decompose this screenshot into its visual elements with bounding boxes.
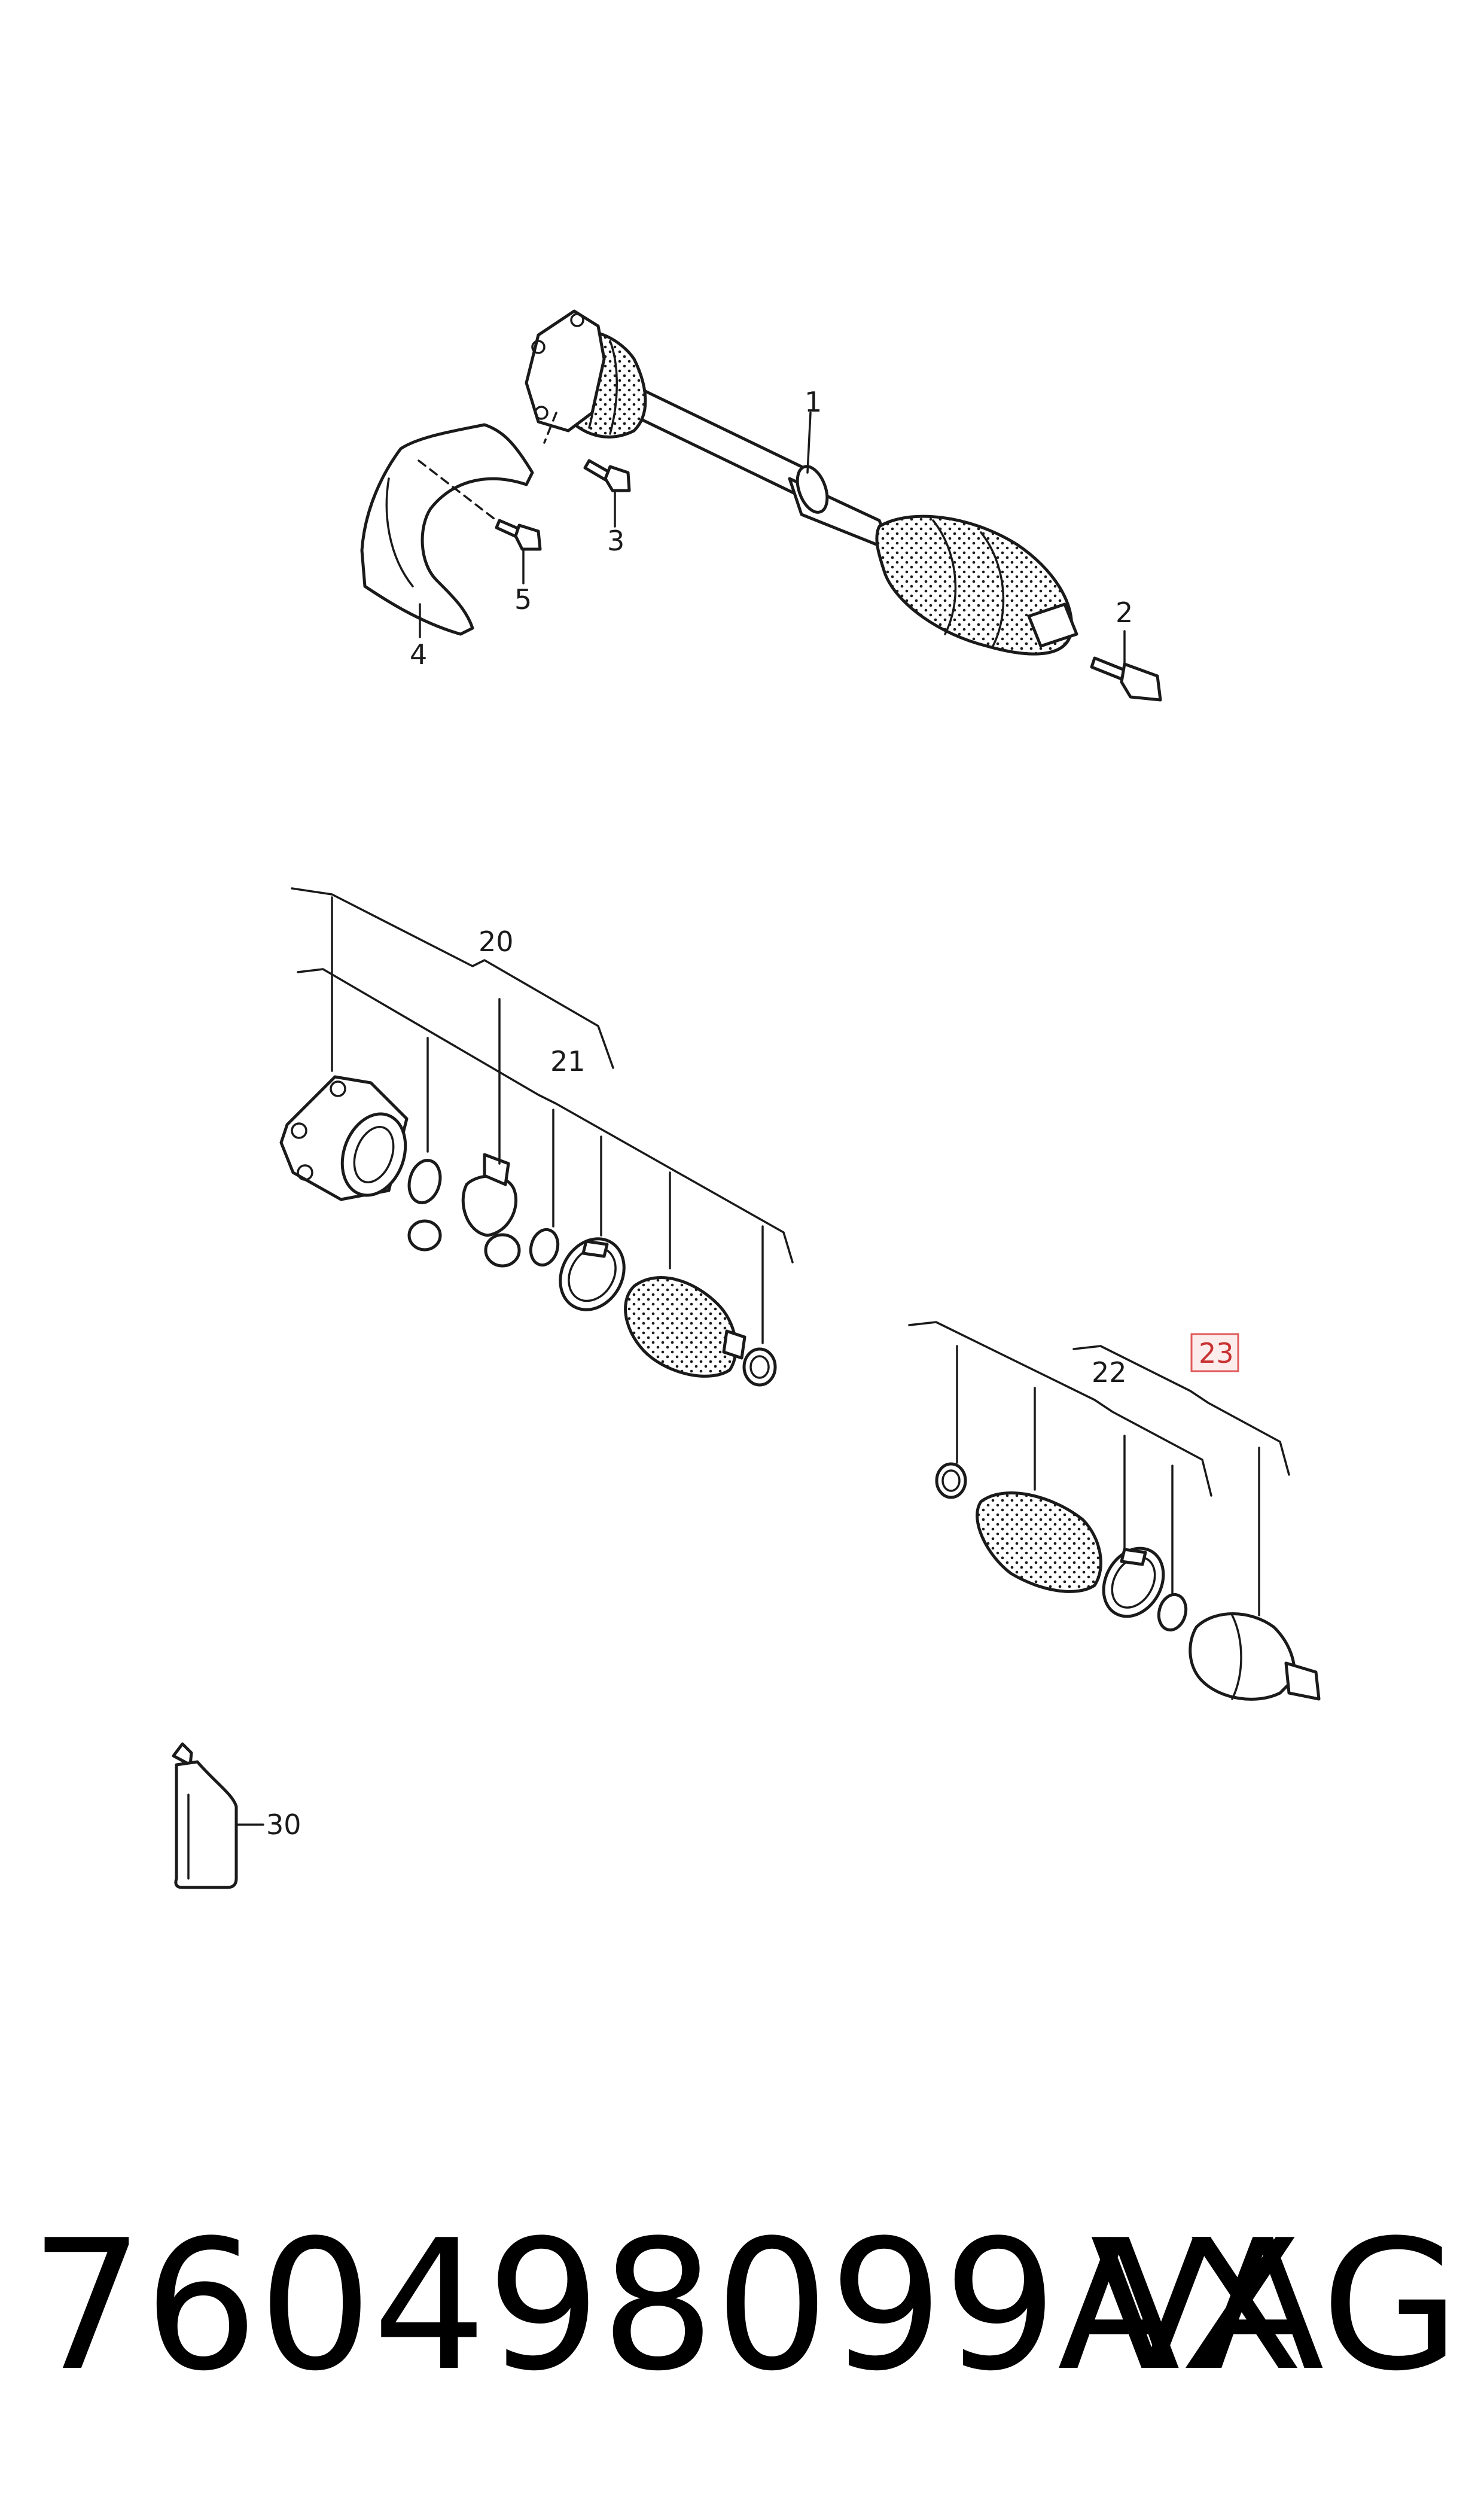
part-number: 760498099AX — [30, 2202, 1303, 2410]
callout-4: 4 — [410, 638, 427, 671]
grease-tube: 30 — [172, 1742, 301, 1889]
callout-30: 30 — [266, 1808, 301, 1841]
callout-2: 2 — [1116, 596, 1133, 629]
callout-23-highlight — [1190, 1333, 1239, 1372]
callout-3: 3 — [607, 525, 624, 557]
callout-20: 20 — [479, 925, 514, 958]
callout-22: 22 — [1092, 1356, 1127, 1389]
brand-label: VAG — [1090, 2202, 1460, 2410]
callout-5: 5 — [514, 583, 532, 616]
outer-joint-kit: 22 23 — [908, 1321, 1321, 1701]
drive-shaft-assembly: 1 2 3 4 5 — [360, 309, 1162, 702]
footer: 760498099AX VAG — [0, 2208, 1484, 2405]
callout-21: 21 — [550, 1045, 586, 1077]
callout-1: 1 — [805, 386, 822, 418]
inner-joint-kit: 20 21 — [279, 887, 794, 1387]
callout-23[interactable]: 23 — [1199, 1337, 1234, 1369]
